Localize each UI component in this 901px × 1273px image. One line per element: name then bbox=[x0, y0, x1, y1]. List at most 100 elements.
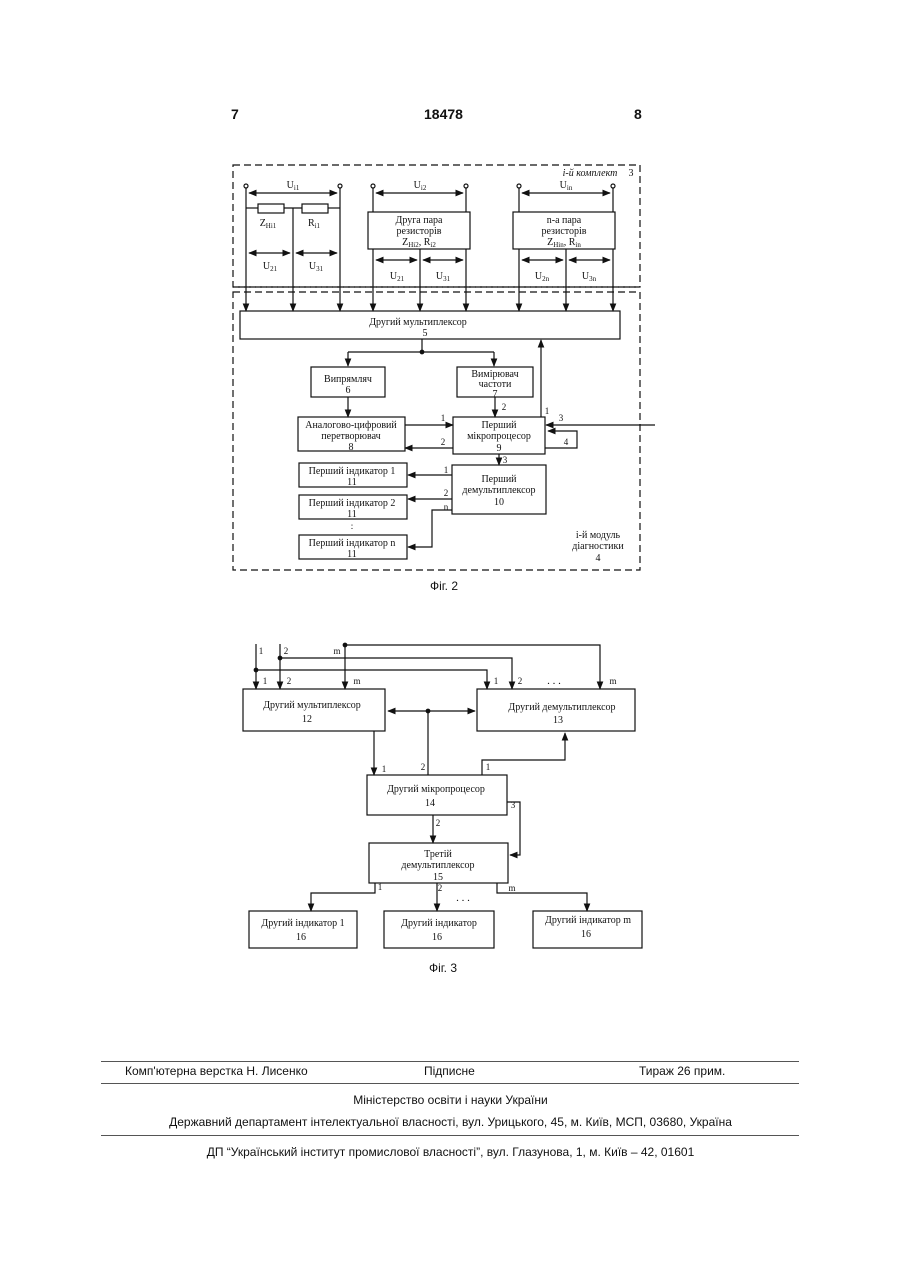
svg-text:2: 2 bbox=[444, 488, 449, 498]
svg-text:ZHin, Rin: ZHin, Rin bbox=[547, 237, 581, 249]
svg-text:резисторів: резисторів bbox=[541, 226, 586, 237]
svg-text:2: 2 bbox=[436, 818, 441, 828]
svg-text:13: 13 bbox=[553, 715, 563, 726]
svg-text:Другий демультиплексор: Другий демультиплексор bbox=[508, 702, 615, 713]
footer-ministry: Міністерство освіти і науки України bbox=[0, 1093, 901, 1107]
svg-text:Uin: Uin bbox=[560, 180, 573, 192]
fig3-caption: Фіг. 3 bbox=[429, 961, 457, 975]
fig3-labels: 1 2 m 1 2 m 1 2 . . . m Другий мультипле… bbox=[259, 646, 631, 943]
svg-text:Другий мікропроцесор: Другий мікропроцесор bbox=[387, 784, 485, 795]
svg-text:Другий індикатор m: Другий індикатор m bbox=[545, 915, 631, 926]
svg-text:2: 2 bbox=[284, 646, 289, 656]
svg-text:демультиплексор: демультиплексор bbox=[462, 485, 535, 496]
svg-text:. . .: . . . bbox=[456, 892, 470, 904]
svg-text:Ui2: Ui2 bbox=[414, 180, 427, 192]
svg-text:діагностики: діагностики bbox=[572, 541, 624, 552]
svg-text:Ui1: Ui1 bbox=[287, 180, 300, 192]
svg-text:Перший: Перший bbox=[481, 420, 517, 431]
svg-text:Третій: Третій bbox=[424, 849, 452, 860]
svg-text:10: 10 bbox=[494, 497, 504, 508]
svg-text:2: 2 bbox=[502, 402, 507, 412]
svg-text:Другий індикатор: Другий індикатор bbox=[401, 918, 477, 929]
svg-text:ZHi2, Ri2: ZHi2, Ri2 bbox=[402, 237, 436, 249]
svg-text:3: 3 bbox=[559, 413, 564, 423]
svg-text:Другий мультиплексор: Другий мультиплексор bbox=[263, 700, 361, 711]
svg-text:Перший: Перший bbox=[481, 474, 517, 485]
svg-text:11: 11 bbox=[347, 477, 357, 488]
svg-text:4: 4 bbox=[564, 437, 569, 447]
svg-text:n-а пара: n-а пара bbox=[547, 215, 582, 226]
svg-text:3: 3 bbox=[629, 168, 634, 179]
svg-text::: : bbox=[351, 521, 354, 531]
svg-text:8: 8 bbox=[349, 442, 354, 453]
svg-text:Аналогово-цифровий: Аналогово-цифровий bbox=[305, 420, 397, 431]
svg-text:U31: U31 bbox=[436, 271, 451, 283]
svg-text:Ri1: Ri1 bbox=[308, 218, 321, 230]
footer-circulation: Тираж 26 прим. bbox=[639, 1064, 725, 1078]
svg-text:15: 15 bbox=[433, 872, 443, 883]
svg-text:16: 16 bbox=[432, 932, 442, 943]
svg-text:i-й комплект: i-й комплект bbox=[563, 168, 618, 179]
svg-text:6: 6 bbox=[346, 385, 351, 396]
svg-text:2: 2 bbox=[287, 676, 292, 686]
svg-text:2: 2 bbox=[438, 883, 443, 893]
svg-text:7: 7 bbox=[493, 389, 498, 400]
svg-text:11: 11 bbox=[347, 509, 357, 520]
svg-text:U2n: U2n bbox=[535, 271, 550, 283]
footer-rule-middle bbox=[101, 1083, 799, 1084]
svg-text:резисторів: резисторів bbox=[396, 226, 441, 237]
svg-text:Другий мультиплексор: Другий мультиплексор bbox=[369, 317, 467, 328]
fig2-r-resistor bbox=[302, 204, 328, 213]
svg-text:перетворювач: перетворювач bbox=[321, 431, 380, 442]
fig2-z-resistor bbox=[258, 204, 284, 213]
svg-text:Випрямляч: Випрямляч bbox=[324, 374, 372, 385]
svg-text:12: 12 bbox=[302, 714, 312, 725]
svg-text:U21: U21 bbox=[263, 261, 278, 273]
footer-institute: ДП “Український інститут промислової вла… bbox=[0, 1145, 901, 1159]
fig3-second-microprocessor bbox=[367, 775, 507, 815]
svg-text:m: m bbox=[508, 883, 515, 893]
svg-text:Перший індикатор n: Перший індикатор n bbox=[309, 538, 396, 549]
svg-text:U3n: U3n bbox=[582, 271, 597, 283]
footer-department: Державний департамент інтелектуальної вл… bbox=[0, 1115, 901, 1129]
svg-text:1: 1 bbox=[444, 465, 449, 475]
svg-text:Перший індикатор 1: Перший індикатор 1 bbox=[309, 466, 396, 477]
svg-text:11: 11 bbox=[347, 549, 357, 560]
svg-text:. . .: . . . bbox=[547, 675, 561, 687]
svg-text:U31: U31 bbox=[309, 261, 324, 273]
svg-text:3: 3 bbox=[511, 800, 516, 810]
svg-text:4: 4 bbox=[596, 553, 601, 564]
footer-rule-bottom bbox=[101, 1135, 799, 1136]
svg-text:m: m bbox=[609, 676, 616, 686]
svg-text:2: 2 bbox=[441, 437, 446, 447]
footer-layout-credit: Комп'ютерна верстка Н. Лисенко bbox=[125, 1064, 308, 1078]
svg-text:U21: U21 bbox=[390, 271, 405, 283]
svg-text:1: 1 bbox=[382, 764, 387, 774]
footer-signed: Підписне bbox=[424, 1064, 475, 1078]
svg-text:1: 1 bbox=[486, 762, 491, 772]
svg-text:1: 1 bbox=[378, 882, 383, 892]
fig2-labels: i-й комплект 3 Ui1 Ui2 Uin ZHi1 Ri1 Друг… bbox=[260, 168, 634, 564]
svg-text:m: m bbox=[353, 676, 360, 686]
fig2-caption: Фіг. 2 bbox=[430, 579, 458, 593]
svg-text:n: n bbox=[444, 502, 449, 512]
svg-text:m: m bbox=[333, 646, 340, 656]
svg-text:2: 2 bbox=[518, 676, 523, 686]
svg-text:ZHi1: ZHi1 bbox=[260, 218, 277, 230]
fig3-diagram bbox=[243, 643, 642, 948]
svg-text:1: 1 bbox=[441, 413, 446, 423]
svg-text:9: 9 bbox=[497, 443, 502, 454]
svg-text:1: 1 bbox=[263, 676, 268, 686]
svg-text:16: 16 bbox=[296, 932, 306, 943]
svg-text:1: 1 bbox=[259, 646, 264, 656]
svg-text:мікропроцесор: мікропроцесор bbox=[467, 431, 531, 442]
fig2-module-boundary bbox=[233, 292, 640, 570]
svg-text:демультиплексор: демультиплексор bbox=[401, 860, 474, 871]
footer-rule-top bbox=[101, 1061, 799, 1062]
svg-text:Друга пара: Друга пара bbox=[396, 215, 444, 226]
svg-text:i-й модуль: i-й модуль bbox=[576, 530, 621, 541]
svg-text:1: 1 bbox=[545, 406, 550, 416]
svg-text:16: 16 bbox=[581, 929, 591, 940]
svg-text:2: 2 bbox=[421, 762, 426, 772]
